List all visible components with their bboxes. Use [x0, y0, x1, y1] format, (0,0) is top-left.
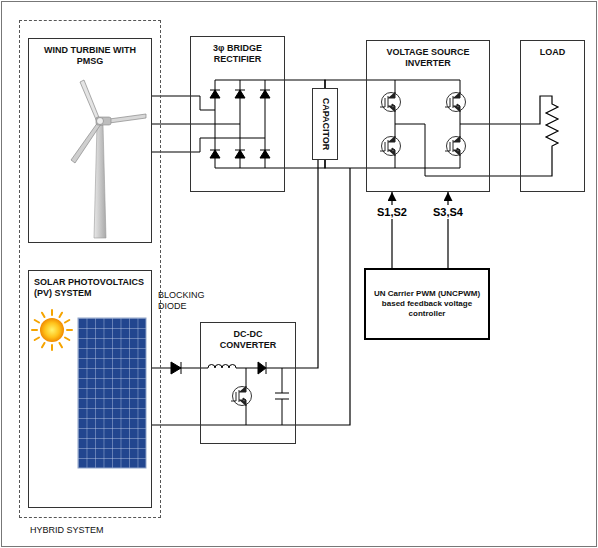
- resistor-symbol: [520, 96, 558, 176]
- boost-converter-circuit: [200, 362, 296, 425]
- bridge-rectifier-symbol: [190, 80, 285, 168]
- inverter-bridge-symbol: [445, 92, 466, 112]
- wire: [152, 368, 200, 425]
- system-group: HYBRID SYSTEMWIND TURBINE WITH PMSGSOLAR…: [19, 20, 161, 518]
- sun-icon: [35, 320, 39, 323]
- box-label: UN Carrier PWM (UNCPWM) based feedback v…: [371, 289, 483, 319]
- resistor-symbol: [520, 96, 558, 176]
- inverter-box: VOLTAGE SOURCE INVERTER: [366, 40, 490, 192]
- inverter-bridge-symbol: [445, 136, 466, 156]
- bridge-rectifier-symbol: [210, 90, 270, 150]
- sun-icon: [65, 320, 69, 323]
- converter-box: 3φ BRIDGE RECTIFIER: [190, 36, 285, 192]
- sun-icon: [60, 343, 63, 347]
- box-label: 3φ BRIDGE RECTIFIER: [196, 43, 279, 66]
- wind-turbine: [71, 122, 101, 163]
- wire: [447, 192, 448, 268]
- wind-turbine: [96, 117, 111, 125]
- wire: [490, 124, 520, 176]
- load-box: LOAD: [520, 40, 585, 192]
- sun-icon: [35, 338, 39, 341]
- group-label: HYBRID SYSTEM: [30, 525, 104, 536]
- bridge-rectifier-symbol: [210, 90, 270, 158]
- boost-converter-circuit: [258, 362, 266, 374]
- box-label: CAPACITOR: [319, 98, 330, 151]
- sun-icon: [65, 338, 69, 341]
- box-label: LOAD: [526, 47, 579, 58]
- pv-panel: [78, 318, 146, 468]
- signal-label: S3,S4: [431, 205, 465, 219]
- source-box: WIND TURBINE WITH PMSG: [28, 38, 152, 243]
- wire: [152, 96, 190, 152]
- box-label: VOLTAGE SOURCE INVERTER: [372, 47, 484, 70]
- box-label: WIND TURBINE WITH PMSG: [34, 45, 146, 68]
- sun-icon: [42, 313, 45, 317]
- sun-icon: [32, 310, 72, 350]
- wire: [296, 160, 350, 425]
- sun-icon: [42, 343, 45, 347]
- box-label: SOLAR PHOTOVOLTAICS (PV) SYSTEM: [34, 277, 146, 300]
- sun-icon: [40, 318, 64, 342]
- pv-panel: [78, 318, 146, 468]
- capacitor-box: CAPACITOR: [312, 88, 338, 160]
- wire: [325, 80, 366, 168]
- sun-icon: [51, 310, 53, 315]
- wire: [391, 192, 392, 268]
- inverter-bridge-symbol: [366, 80, 490, 176]
- wind-turbine: [80, 80, 100, 122]
- boost-converter-circuit: [200, 362, 296, 425]
- bridge-rectifier-symbol: [210, 90, 270, 158]
- source-box: SOLAR PHOTOVOLTAICS (PV) SYSTEM: [28, 270, 152, 508]
- sun-icon: [60, 313, 63, 317]
- signal-label: S1,S2: [375, 205, 409, 219]
- wind-turbine: [97, 118, 104, 125]
- box-label: DC-DC CONVERTER: [206, 329, 290, 352]
- wind-turbine: [71, 80, 146, 238]
- wind-turbine: [94, 125, 106, 238]
- converter-box: DC-DC CONVERTER: [200, 322, 296, 444]
- boost-converter-circuit: [231, 386, 252, 406]
- inverter-bridge-symbol: [366, 80, 490, 176]
- sun-icon: [51, 345, 53, 350]
- sun-icon: [67, 329, 72, 331]
- bridge-rectifier-symbol: [190, 96, 265, 152]
- inverter-bridge-symbol: [380, 136, 401, 156]
- part-label: BLOCKING DIODE: [158, 290, 210, 313]
- controller-box: UN Carrier PWM (UNCPWM) based feedback v…: [364, 268, 490, 340]
- inverter-bridge-symbol: [380, 92, 401, 112]
- sun-icon: [32, 329, 37, 331]
- wire: [285, 80, 325, 168]
